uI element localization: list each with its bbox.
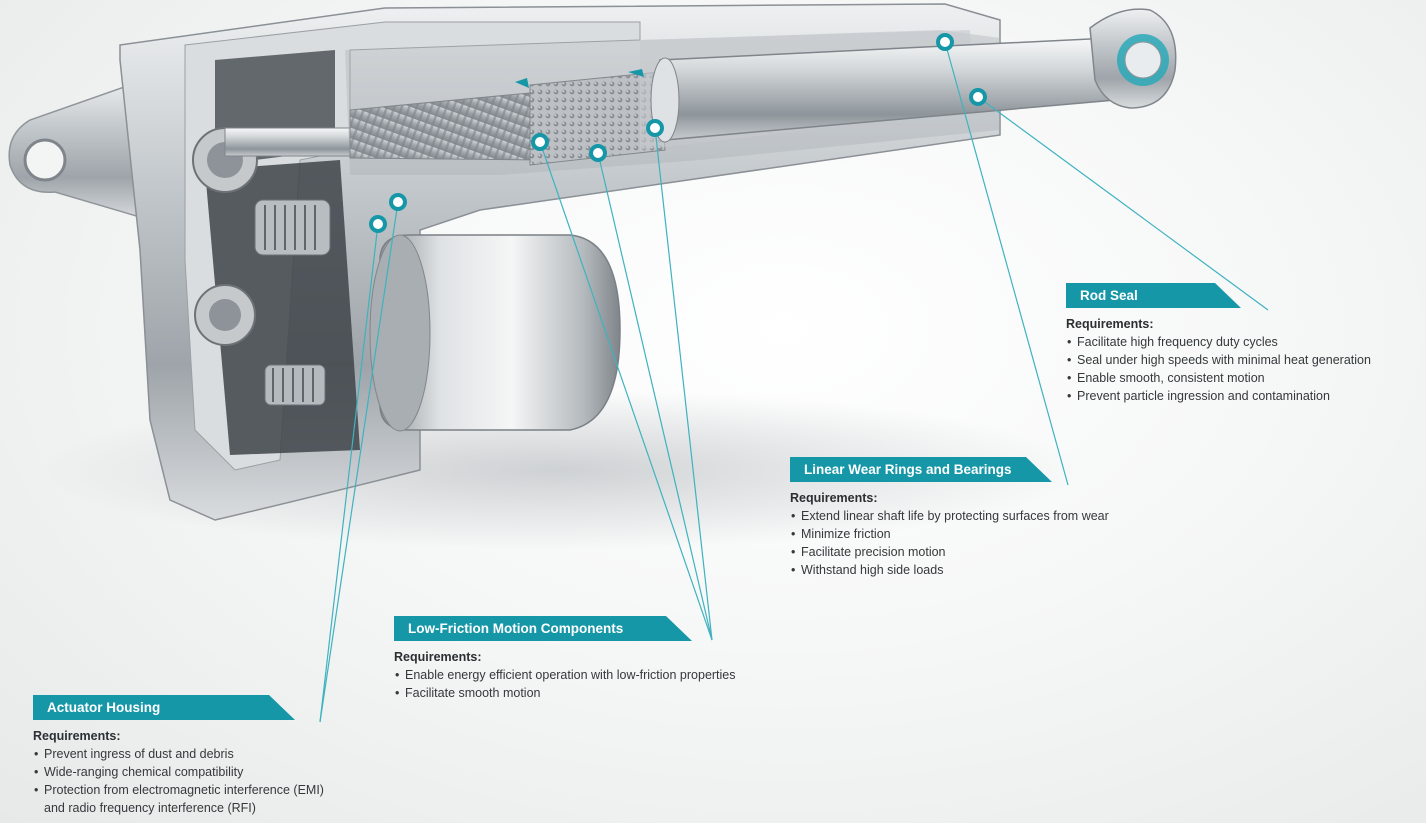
requirement-item: Prevent particle ingression and contamin… [1066,387,1371,405]
requirement-item: and radio frequency interference (RFI) [44,801,256,815]
drive-gear [254,199,331,256]
drive-nut [529,71,666,166]
requirement-item: Withstand high side loads [790,561,1109,579]
requirements-list: Facilitate high frequency duty cycles Se… [1066,333,1371,405]
rear-clevis [8,76,151,222]
callout-linear-wear-rings: Linear Wear Rings and Bearings Requireme… [790,457,1109,579]
requirement-item: Extend linear shaft life by protecting s… [790,507,1109,525]
requirements-label: Requirements: [394,650,482,664]
callout-title: Rod Seal [1066,283,1241,308]
callout-low-friction: Low-Friction Motion Components Requireme… [394,616,736,702]
callout-title: Low-Friction Motion Components [394,616,692,641]
requirements-label: Requirements: [790,491,878,505]
callout-actuator-housing: Actuator Housing Requirements: Prevent i… [33,695,324,817]
requirements-list: Enable energy efficient operation with l… [394,666,736,702]
requirement-item: Seal under high speeds with minimal heat… [1066,351,1371,369]
callout-title: Linear Wear Rings and Bearings [790,457,1052,482]
requirements-label: Requirements: [33,729,121,743]
callout-rod-seal: Rod Seal Requirements: Facilitate high f… [1066,283,1371,405]
leader-lines [319,41,1269,723]
callout-title: Actuator Housing [33,695,295,720]
component-markers [369,33,987,233]
requirement-item: Prevent ingress of dust and debris [33,745,324,763]
motor-end [369,234,431,432]
pinion-gear [264,364,326,406]
requirement-item: Facilitate high frequency duty cycles [1066,333,1371,351]
requirements-list: Extend linear shaft life by protecting s… [790,507,1109,579]
input-shaft [224,127,366,157]
requirement-item: Facilitate precision motion [790,543,1109,561]
requirement-item: Wide-ranging chemical compatibility [33,763,324,781]
requirement-item: Protection from electromagnetic interfer… [33,781,324,799]
requirement-item: Enable energy efficient operation with l… [394,666,736,684]
requirements-list: Prevent ingress of dust and debris Wide-… [33,745,324,817]
requirement-item: Minimize friction [790,525,1109,543]
clevis-hole [23,138,67,182]
requirement-item: Facilitate smooth motion [394,684,736,702]
requirements-label: Requirements: [1066,317,1154,331]
requirement-item: Enable smooth, consistent motion [1066,369,1371,387]
